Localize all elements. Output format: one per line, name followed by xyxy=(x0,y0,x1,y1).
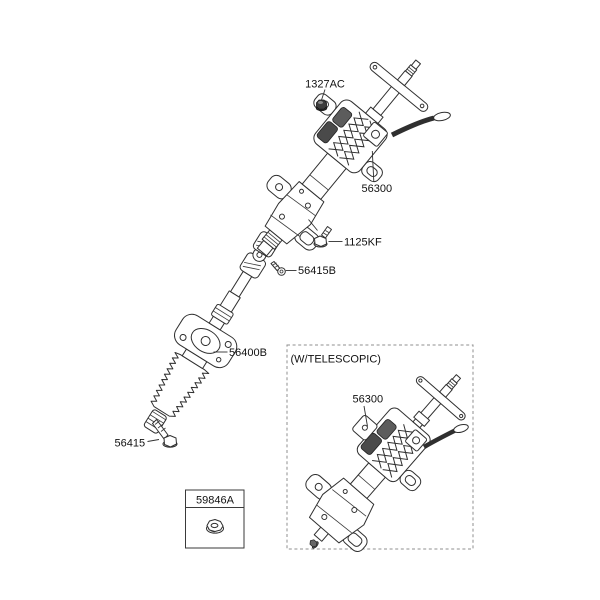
bolt-56415-drawing xyxy=(152,419,178,448)
screw-56415b-drawing xyxy=(270,261,286,276)
tele-lower-housing xyxy=(305,473,375,552)
flange-joint-56400b xyxy=(174,313,238,369)
tilt-lever xyxy=(390,111,451,138)
callout-label-56415: 56415 xyxy=(115,438,146,450)
variant-callout-label-56300: 56300 xyxy=(353,394,384,406)
intermediate-shaft xyxy=(208,270,253,331)
leader-tele-56300 xyxy=(363,405,368,427)
callout-label-56415b: 56415B xyxy=(298,265,336,277)
nut-1327ac-drawing xyxy=(315,99,328,112)
leader-56300 xyxy=(371,150,375,182)
tele-mounting-bracket xyxy=(352,407,431,492)
callout-label-56400b: 56400B xyxy=(229,347,267,359)
bolt-1125kf-drawing xyxy=(308,219,332,248)
nut-59846a-drawing xyxy=(206,519,224,534)
leader-56415 xyxy=(147,439,160,442)
intermediate-shaft-drawing xyxy=(143,231,280,434)
tele-tilt-lever xyxy=(422,423,469,449)
variant-caption: (W/TELESCOPIC) xyxy=(291,354,381,366)
bellows-boot xyxy=(150,351,210,417)
inset-part-label: 59846A xyxy=(196,495,235,507)
column-housing-drawing xyxy=(256,59,429,257)
lower-housing xyxy=(264,174,325,251)
leader-1327ac xyxy=(321,89,326,101)
tele-upper-shaft xyxy=(412,374,466,429)
callout-label-1125kf: 1125KF xyxy=(344,237,382,249)
upper-steering-shaft xyxy=(365,59,429,124)
mounting-bracket xyxy=(313,93,388,183)
inset-part-box: 59846A xyxy=(185,489,245,549)
callout-label-56300: 56300 xyxy=(362,183,393,195)
variant-dashed-box: (W/TELESCOPIC) xyxy=(286,344,474,552)
callout-label-1327ac: 1327AC xyxy=(305,79,345,91)
telescopic-assembly-drawing xyxy=(305,374,466,552)
